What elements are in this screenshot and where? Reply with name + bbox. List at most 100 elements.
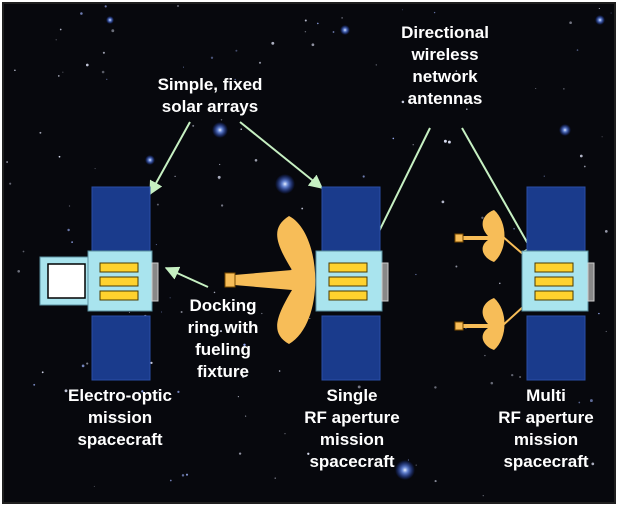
star (141, 390, 144, 393)
star (6, 161, 8, 163)
bus-stripe (328, 290, 368, 301)
multi-rf-label: Multi RF aperture mission spacecraft (498, 386, 594, 471)
bus-stripe (328, 276, 368, 287)
star (466, 108, 468, 110)
star (447, 140, 451, 144)
solar-panel-icon (321, 186, 381, 252)
star (80, 396, 84, 400)
electro-optic-spacecraft (39, 186, 159, 381)
star (169, 479, 172, 482)
star (80, 12, 83, 15)
star (85, 63, 89, 67)
star (58, 155, 61, 158)
star (245, 415, 247, 417)
star (185, 473, 189, 476)
star (341, 17, 343, 19)
dish-antenna-icon (462, 298, 505, 350)
star (238, 452, 242, 455)
star (402, 9, 404, 11)
star (455, 265, 458, 268)
star (177, 390, 180, 394)
solar-leader-right (239, 121, 324, 189)
star (93, 485, 95, 487)
star (271, 41, 275, 45)
docking-port-icon (587, 262, 595, 302)
star (332, 31, 335, 33)
star (33, 383, 36, 386)
star (511, 373, 514, 377)
star (357, 385, 361, 389)
bright-star (275, 174, 295, 194)
star (434, 480, 437, 483)
star (41, 371, 44, 374)
solar-arrays-label: Simple, fixed solar arrays (157, 75, 263, 116)
bright-star (145, 155, 155, 165)
star (174, 175, 176, 178)
star (455, 70, 457, 72)
star (543, 175, 545, 177)
docking-port-icon (224, 272, 236, 288)
star (67, 228, 70, 232)
solar-panel-icon (526, 315, 586, 381)
star (465, 327, 467, 330)
star (490, 381, 494, 385)
star (71, 241, 73, 243)
star (258, 61, 262, 64)
star (307, 452, 310, 455)
star (583, 165, 586, 168)
star (362, 175, 365, 178)
antennas-label: Directional wireless network antennas (401, 23, 489, 108)
antenna-leader-multi (461, 127, 537, 260)
bright-star (340, 25, 350, 35)
solar-panel-icon (91, 315, 151, 381)
star (111, 29, 115, 33)
star (407, 459, 409, 461)
star (68, 205, 71, 207)
single-rf-label: Single RF aperture mission spacecraft (304, 386, 400, 471)
camera-lens (47, 263, 86, 299)
star (274, 477, 276, 479)
antenna-feed (454, 233, 464, 243)
docking-leader (164, 266, 209, 288)
star (193, 309, 195, 311)
star (278, 370, 281, 372)
bus-stripe (99, 276, 139, 287)
leader-lines (149, 121, 537, 288)
star (234, 78, 236, 81)
star (81, 364, 85, 368)
star (62, 71, 64, 73)
star (213, 291, 216, 294)
star (535, 88, 537, 89)
star (86, 362, 89, 365)
star (563, 88, 565, 90)
star (311, 43, 315, 47)
star (150, 361, 153, 364)
star (499, 282, 501, 285)
star (392, 137, 395, 140)
bright-star (212, 122, 228, 138)
star (192, 124, 195, 127)
star (481, 216, 484, 219)
star (64, 389, 68, 393)
multi-rf-spacecraft (454, 186, 595, 381)
dish-antenna-icon (234, 216, 316, 344)
star (412, 144, 414, 146)
star (578, 401, 581, 404)
dish-antenna-icon (462, 210, 505, 262)
antenna-cable (501, 235, 525, 256)
star (304, 19, 307, 22)
star (434, 386, 437, 389)
docking-label: Docking ring with fueling fixture (187, 296, 259, 381)
star (513, 227, 515, 230)
star (601, 136, 603, 138)
star (104, 5, 107, 8)
star (284, 433, 286, 435)
star (482, 495, 484, 497)
star (182, 82, 184, 84)
star (14, 69, 16, 71)
star (180, 311, 183, 313)
bus-stripe (534, 276, 574, 287)
star (101, 70, 105, 74)
